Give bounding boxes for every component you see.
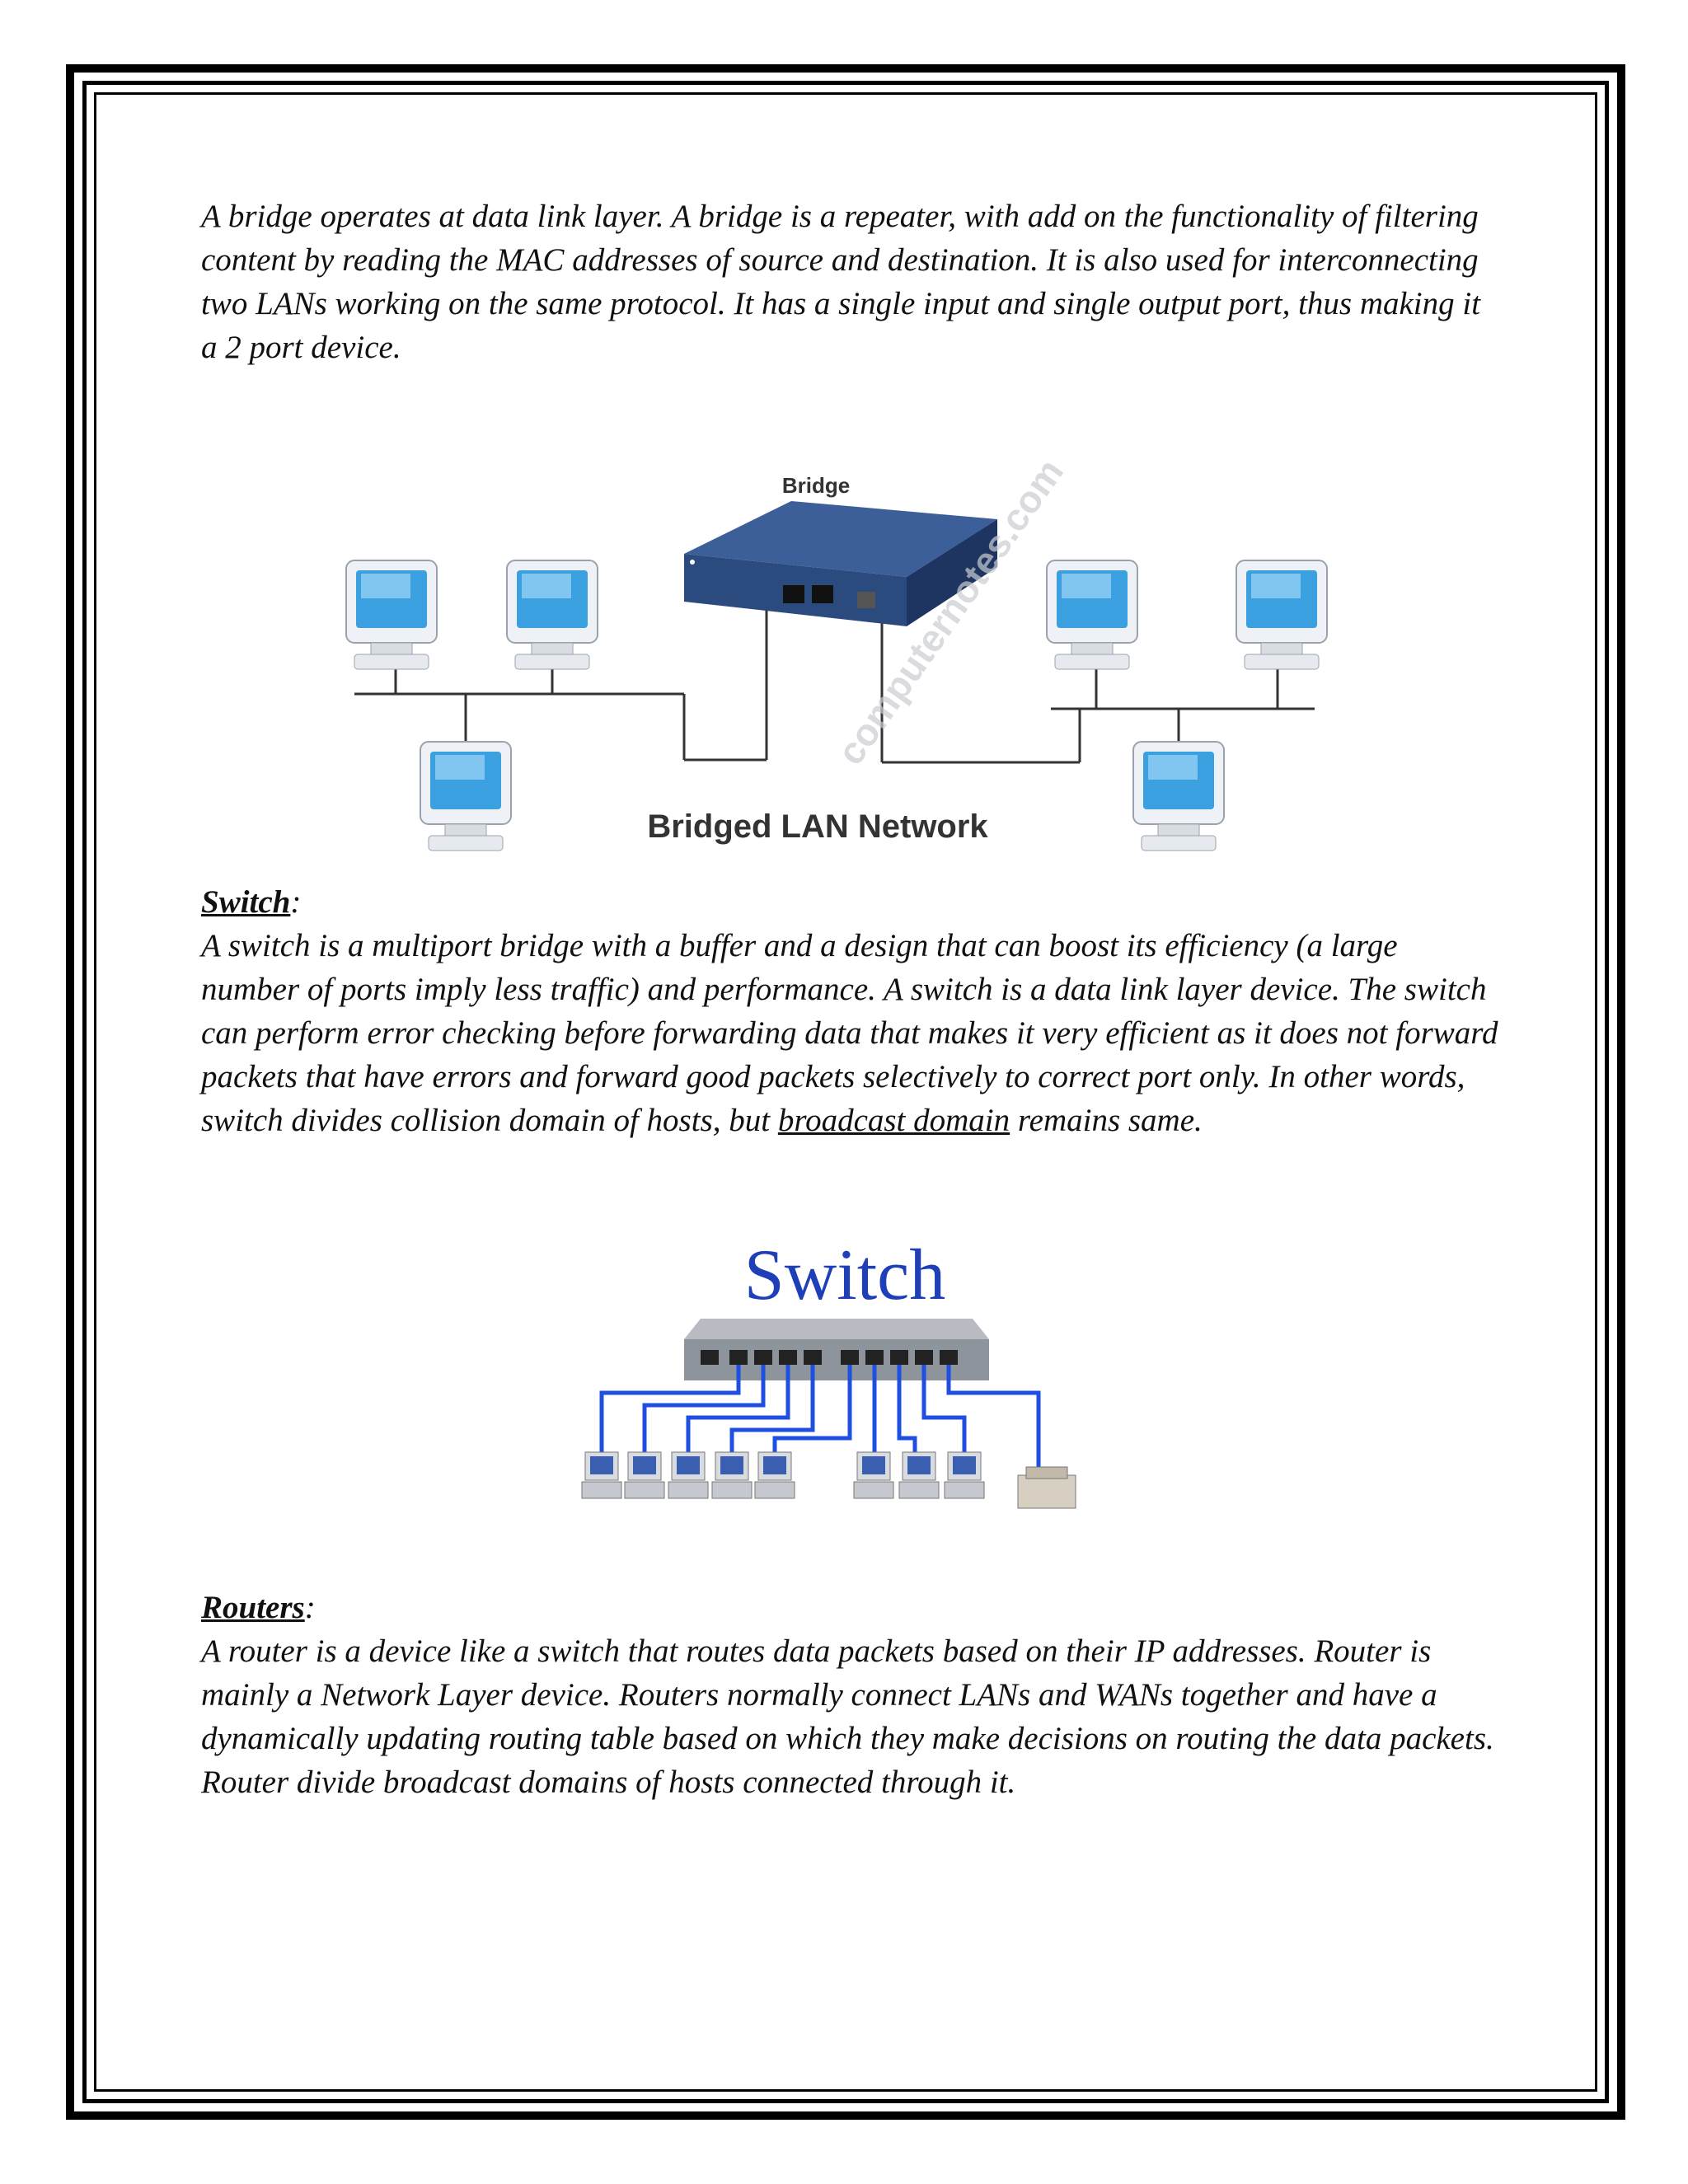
switch-cables [599, 1365, 1041, 1475]
switch-paragraph-text-1: A switch is a multiport bridge with a bu… [201, 928, 1498, 1138]
computer-icon [1046, 560, 1138, 670]
switch-paragraph-text-2: remains same. [1010, 1103, 1203, 1138]
computer-icon [420, 741, 512, 851]
bridge-figure-caption: Bridged LAN Network [647, 808, 988, 845]
switch-diagram: Switch [581, 1235, 1076, 1509]
switch-heading-suffix: : [290, 884, 302, 920]
bridge-device-label: Bridge [782, 473, 850, 498]
bridge-paragraph: A bridge operates at data link layer. A … [201, 199, 1481, 365]
computer-icon [506, 560, 598, 670]
bridged-lan-diagram: Bridge computernotes.com Bridged LAN Net… [345, 462, 1328, 851]
printer-icon [1017, 1466, 1076, 1509]
switch-device-icon [684, 1319, 989, 1380]
routers-section: Routers: A router is a device like a swi… [201, 1586, 1503, 1804]
switch-section: Switch: A switch is a multiport bridge w… [201, 880, 1503, 1142]
computer-icon [345, 560, 438, 670]
routers-heading-line: Routers: [201, 1586, 1503, 1629]
broadcast-domain-link[interactable]: broadcast domain [777, 1103, 1010, 1138]
routers-heading-suffix: : [304, 1590, 316, 1625]
computer-icon [1236, 560, 1328, 670]
computer-icon [1132, 741, 1225, 851]
page-border-inner [94, 92, 1597, 2092]
switch-figure-title: Switch [744, 1235, 945, 1315]
switch-paragraph: A switch is a multiport bridge with a bu… [201, 924, 1503, 1142]
bridge-section: A bridge operates at data link layer. A … [201, 194, 1503, 369]
page-border-middle [82, 81, 1609, 2103]
bridge-device-icon [684, 501, 997, 626]
switch-heading: Switch [201, 884, 291, 920]
page-border-outer [66, 64, 1625, 2120]
switch-heading-line: Switch: [201, 880, 1503, 924]
switch-computers [581, 1451, 985, 1499]
routers-paragraph: A router is a device like a switch that … [201, 1633, 1494, 1800]
routers-heading: Routers [201, 1590, 305, 1625]
